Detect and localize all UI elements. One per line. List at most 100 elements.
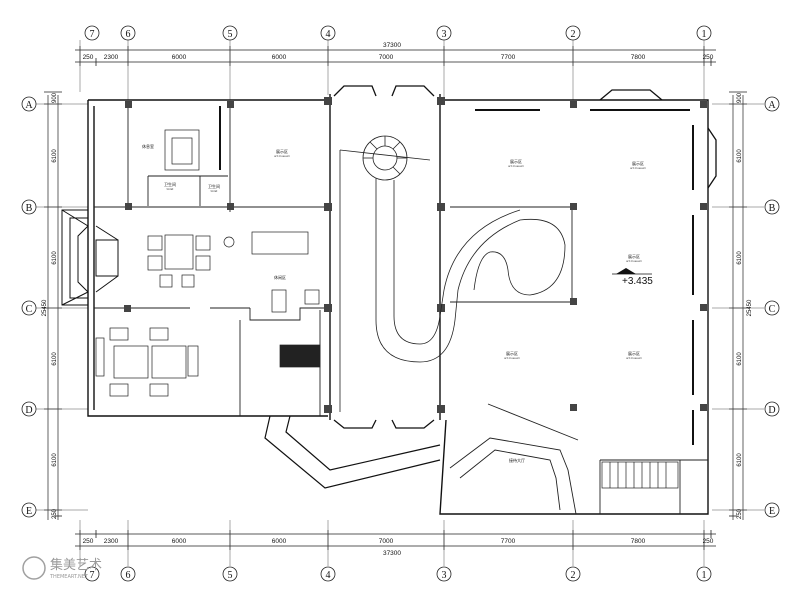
svg-text:6100: 6100 (737, 149, 743, 163)
room-hall-4: 展示区 (506, 350, 518, 356)
room-labels: 休息室 卫生间 toilet 卫生间 toilet 展示区 art museum… (142, 143, 646, 463)
svg-text:7: 7 (90, 570, 95, 581)
svg-text:900: 900 (52, 92, 58, 103)
svg-text:3: 3 (442, 570, 447, 581)
svg-text:6100: 6100 (52, 149, 58, 163)
svg-text:art museum: art museum (626, 356, 642, 360)
svg-text:A: A (768, 100, 776, 111)
svg-text:7800: 7800 (631, 54, 646, 61)
axis-bubbles-top (84, 25, 712, 41)
room-rest-area: 休息室 (142, 143, 154, 149)
svg-text:E: E (769, 506, 775, 517)
svg-text:6000: 6000 (172, 54, 187, 61)
svg-text:25450: 25450 (42, 299, 48, 316)
room-entrance: 接待大厅 (509, 457, 525, 463)
svg-text:B: B (769, 203, 776, 214)
svg-text:25450: 25450 (747, 299, 753, 316)
dimension-lines (47, 49, 744, 547)
svg-text:6100: 6100 (737, 453, 743, 467)
svg-text:art museum: art museum (504, 356, 520, 360)
axis-bubbles-bottom-labels: 7 6 5 4 3 2 1 (90, 570, 707, 581)
svg-text:6100: 6100 (737, 352, 743, 366)
room-toilet-1: 卫生间 (164, 181, 176, 187)
svg-text:250: 250 (83, 54, 94, 61)
watermark-logo-icon (22, 556, 46, 580)
total-width-bottom: 37300 (383, 550, 401, 557)
svg-text:6100: 6100 (737, 251, 743, 265)
svg-text:6100: 6100 (52, 453, 58, 467)
svg-text:C: C (26, 304, 33, 315)
svg-text:6000: 6000 (272, 538, 287, 545)
room-toilet-2: 卫生间 (208, 183, 220, 189)
svg-text:5: 5 (228, 29, 233, 40)
axis-bubbles-top-labels: 7 6 5 4 3 2 1 (90, 29, 707, 40)
svg-text:5: 5 (228, 570, 233, 581)
svg-text:250: 250 (83, 538, 94, 545)
svg-text:6: 6 (126, 29, 131, 40)
outer-walls (87, 94, 709, 515)
svg-text:集美艺术: 集美艺术 (50, 557, 102, 573)
svg-text:250: 250 (737, 508, 743, 519)
svg-text:3: 3 (442, 29, 447, 40)
entrance-canopy (61, 209, 119, 306)
svg-text:art museum: art museum (630, 166, 646, 170)
svg-text:C: C (769, 304, 776, 315)
svg-text:1: 1 (702, 570, 707, 581)
room-hall-5: 展示区 (628, 350, 640, 356)
dimension-ticks (44, 46, 747, 550)
axis-bubbles-bottom (84, 566, 712, 582)
svg-text:7700: 7700 (501, 54, 516, 61)
room-lounge: 休闲区 (274, 274, 286, 280)
svg-text:2300: 2300 (104, 54, 119, 61)
svg-text:D: D (25, 405, 32, 416)
segment-dims-bottom: 250 2300 6000 6000 7000 7700 7800 250 (83, 538, 714, 545)
svg-text:250: 250 (703, 538, 714, 545)
svg-text:6100: 6100 (52, 352, 58, 366)
svg-text:7000: 7000 (379, 538, 394, 545)
lower-stair (601, 461, 679, 489)
spiral-staircase (339, 135, 566, 412)
svg-text:art museum: art museum (274, 154, 290, 158)
svg-text:6000: 6000 (172, 538, 187, 545)
room-hall-3: 展示区 (628, 253, 640, 259)
entrance-feature (449, 403, 579, 515)
svg-text:7: 7 (90, 29, 95, 40)
axis-bubbles-right-labels: A B C D E (768, 100, 776, 517)
svg-text:D: D (768, 405, 775, 416)
svg-text:250: 250 (703, 54, 714, 61)
columns (124, 97, 707, 413)
svg-text:THEMEART.NET: THEMEART.NET (49, 574, 89, 580)
vertical-dims-right: 25450 900 6100 6100 6100 6100 250 (737, 92, 753, 519)
furniture (95, 129, 321, 397)
lower-walkway (264, 415, 441, 489)
room-gallery-left: 展示区 (276, 148, 288, 154)
vertical-dims-left: 25450 900 6100 6100 6100 6100 250 (42, 92, 58, 519)
svg-text:2300: 2300 (104, 538, 119, 545)
bay-windows (333, 85, 717, 429)
room-hall-2: 展示区 (632, 160, 644, 166)
svg-text:art museum: art museum (626, 259, 642, 263)
svg-text:A: A (25, 100, 33, 111)
svg-text:6: 6 (126, 570, 131, 581)
svg-text:6100: 6100 (52, 251, 58, 265)
segment-dims-top: 250 2300 6000 6000 7000 7700 7800 250 (83, 54, 714, 61)
svg-text:7800: 7800 (631, 538, 646, 545)
windows (219, 106, 694, 445)
axis-bubbles-left (21, 96, 37, 518)
svg-text:4: 4 (326, 570, 331, 581)
svg-text:7000: 7000 (379, 54, 394, 61)
svg-text:toilet: toilet (167, 187, 174, 191)
axis-bubbles-right (764, 96, 780, 518)
watermark: 集美艺术 THEMEART.NET (22, 556, 102, 580)
svg-text:B: B (26, 203, 33, 214)
inner-walls (94, 106, 708, 514)
total-width-top: 37300 (383, 42, 401, 49)
axis-bubbles-left-labels: A B C D E (25, 100, 33, 517)
room-hall-1: 展示区 (510, 158, 522, 164)
svg-text:250: 250 (52, 508, 58, 519)
svg-text:7700: 7700 (501, 538, 516, 545)
svg-text:1: 1 (702, 29, 707, 40)
svg-text:toilet: toilet (211, 189, 218, 193)
svg-text:2: 2 (571, 570, 576, 581)
